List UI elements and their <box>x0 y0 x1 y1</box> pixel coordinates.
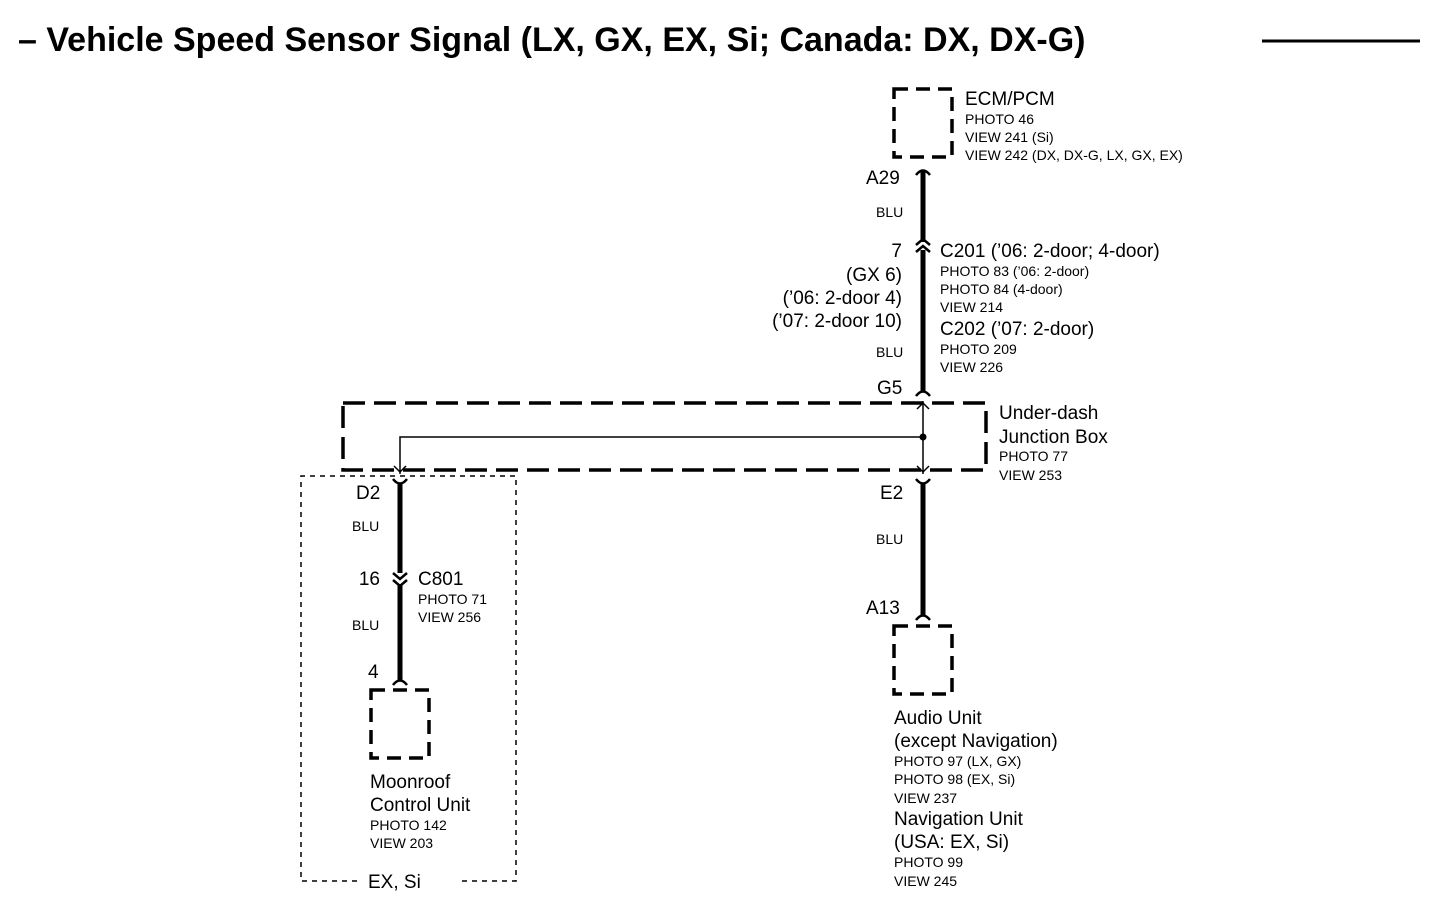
audio-ref-2: PHOTO 98 (EX, Si) <box>894 771 1015 787</box>
audio-name-line-1: Audio Unit <box>894 708 982 729</box>
ecm-pin-a29: A29 <box>866 168 900 189</box>
c201-connector-bottom <box>915 244 931 253</box>
g5-terminal <box>915 390 931 397</box>
c801-connector-top <box>392 572 408 581</box>
jb-name-line-1: Under-dash <box>999 403 1098 424</box>
jb-name-line-2: Junction Box <box>999 427 1108 448</box>
audio-ref-3: VIEW 237 <box>894 790 957 806</box>
nav-ref-2: VIEW 245 <box>894 873 957 889</box>
c201-alt-pin-1: (GX 6) <box>846 265 902 286</box>
c201-name: C201 (’06: 2-door; 4-door) <box>940 241 1160 262</box>
audio-name-line-2: (except Navigation) <box>894 731 1058 752</box>
ecm-ref-3: VIEW 242 (DX, DX-G, LX, GX, EX) <box>965 147 1183 163</box>
d2-terminal <box>392 478 408 485</box>
moonroof-pin: 4 <box>368 662 379 683</box>
c202-ref-2: VIEW 226 <box>940 359 1003 375</box>
jb-arrow-down-right <box>916 465 930 474</box>
jb-ref-1: PHOTO 77 <box>999 448 1068 464</box>
c201-ref-2: PHOTO 84 (4-door) <box>940 281 1063 297</box>
jb-pin-d2: D2 <box>356 483 380 504</box>
junction-box <box>341 401 988 472</box>
jb-pin-e2: E2 <box>880 483 903 504</box>
jb-internal-branch <box>399 436 923 474</box>
c201-alt-pin-2: (’06: 2-door 4) <box>783 288 902 309</box>
c801-ref-2: VIEW 256 <box>418 609 481 625</box>
c201-ref-1: PHOTO 83 (’06: 2-door) <box>940 263 1089 279</box>
audio-pin-a13: A13 <box>866 598 900 619</box>
nav-ref-1: PHOTO 99 <box>894 854 963 870</box>
option-region-border <box>300 475 517 882</box>
c202-ref-1: PHOTO 209 <box>940 341 1017 357</box>
moonroof-control-unit-box <box>369 688 431 760</box>
c801-pin: 16 <box>359 569 380 590</box>
wire-color-1: BLU <box>876 204 903 220</box>
ecm-pcm-name: ECM/PCM <box>965 89 1055 110</box>
wire-color-3: BLU <box>352 518 379 534</box>
c801-name: C801 <box>418 569 463 590</box>
audio-unit-box <box>892 624 954 696</box>
c801-ref-1: PHOTO 71 <box>418 591 487 607</box>
nav-name-line-2: (USA: EX, Si) <box>894 832 1009 853</box>
nav-name-line-1: Navigation Unit <box>894 809 1024 830</box>
jb-pin-g5: G5 <box>877 378 902 399</box>
c201-pin: 7 <box>891 241 902 262</box>
moonroof-terminal <box>392 679 408 686</box>
option-region-label: EX, Si <box>368 872 421 893</box>
ecm-ref-2: VIEW 241 (Si) <box>965 129 1054 145</box>
moonroof-ref-1: PHOTO 142 <box>370 817 447 833</box>
ecm-terminal <box>915 169 931 176</box>
wire-color-4: BLU <box>352 617 379 633</box>
c201-alt-pin-3: (’07: 2-door 10) <box>772 311 902 332</box>
jb-arrow-up <box>916 401 930 410</box>
c202-name: C202 (’07: 2-door) <box>940 319 1094 340</box>
moonroof-name-line-2: Control Unit <box>370 795 471 816</box>
c201-ref-3: VIEW 214 <box>940 299 1003 315</box>
jb-arrow-down-left <box>393 465 407 474</box>
audio-terminal <box>915 614 931 621</box>
wire-color-2: BLU <box>876 344 903 360</box>
e2-terminal <box>915 478 931 485</box>
moonroof-ref-2: VIEW 203 <box>370 835 433 851</box>
ecm-ref-1: PHOTO 46 <box>965 111 1034 127</box>
moonroof-name-line-1: Moonroof <box>370 772 451 793</box>
jb-ref-2: VIEW 253 <box>999 467 1062 483</box>
audio-ref-1: PHOTO 97 (LX, GX) <box>894 753 1021 769</box>
wire-color-5: BLU <box>876 531 903 547</box>
diagram-title: – Vehicle Speed Sensor Signal (LX, GX, E… <box>18 21 1086 59</box>
c201-connector-top <box>915 237 931 246</box>
ecm-pcm-box <box>892 87 954 159</box>
